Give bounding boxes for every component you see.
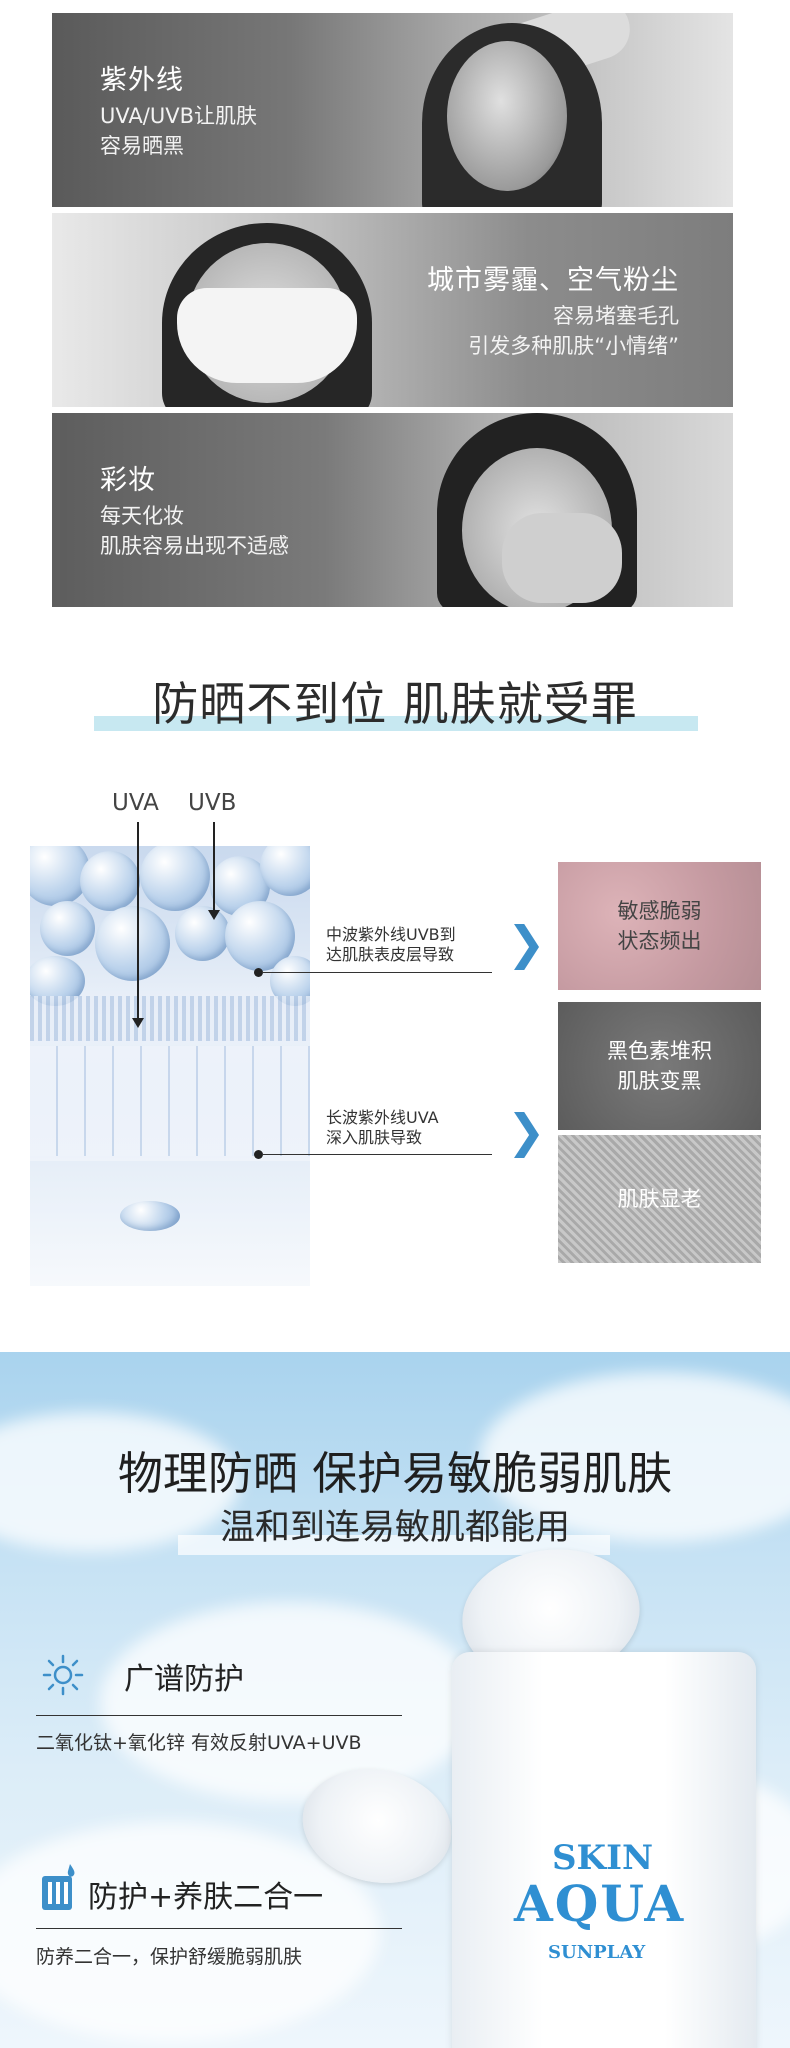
chevron-right-icon: ❯ — [507, 1104, 546, 1158]
brand-logo-line: SUNPLAY — [548, 1942, 646, 1963]
uvb-note-line: 中波紫外线UVB到 — [326, 925, 456, 944]
swatch-text-line: 敏感脆弱 — [617, 899, 702, 923]
panel-text-line: 每天化妆 — [100, 504, 184, 528]
face-mask-shape — [177, 288, 357, 383]
feature-divider — [36, 1715, 402, 1716]
sun-icon — [42, 1654, 84, 1696]
cell-bubble — [260, 846, 310, 896]
feature-divider — [36, 1928, 402, 1929]
feature-description: 防养二合一，保护舒缓脆弱肌肤 — [36, 1946, 303, 1968]
uvb-note-line: 达肌肤表皮层导致 — [326, 945, 455, 964]
swatch-text-line: 状态频出 — [617, 929, 702, 953]
panel-title: 紫外线 — [100, 65, 184, 96]
sky-feature-section: 物理防晒 保护易敏脆弱肌肤 温和到连易敏肌都能用 广谱防护 二氧化钛+氧化锌 有… — [0, 1352, 790, 2048]
pointer-dot — [254, 1150, 263, 1159]
panel-title: 彩妆 — [100, 465, 156, 496]
pointer-line — [262, 1154, 492, 1155]
uv-photo-panel: 紫外线 UVA/UVB让肌肤 容易晒黑 — [52, 13, 733, 207]
cell-bubble — [95, 906, 170, 981]
melanin-skin-swatch: 黑色素堆积 肌肤变黑 — [558, 1002, 761, 1130]
dermis-layer — [30, 1046, 310, 1156]
feature-title: 广谱防护 — [124, 1662, 244, 1697]
section-subheading: 温和到连易敏肌都能用 — [219, 1508, 570, 1548]
section-heading: 物理防晒 保护易敏脆弱肌肤 — [117, 1447, 673, 1500]
panel-text-line: 容易晒黑 — [100, 134, 184, 158]
cloud-shape — [100, 1602, 480, 1802]
cell-nucleus — [120, 1201, 180, 1231]
sensitive-skin-swatch: 敏感脆弱 状态频出 — [558, 862, 761, 990]
panel-text-line: 肌肤容易出现不适感 — [100, 534, 289, 558]
cloud-shape — [480, 1372, 790, 1542]
skin-layers-illustration — [30, 846, 310, 1286]
makeup-photo-panel: 彩妆 每天化妆 肌肤容易出现不适感 — [52, 413, 733, 607]
subheading-highlight-bar — [178, 1535, 610, 1555]
swatch-text-line: 黑色素堆积 — [607, 1039, 712, 1063]
chevron-right-icon: ❯ — [507, 916, 546, 970]
pointer-line — [262, 972, 492, 973]
uvb-arrow-head — [208, 910, 220, 920]
uva-arrow-head — [132, 1018, 144, 1028]
brand-logo-line: AQUA — [514, 1874, 686, 1933]
cell-bubble — [80, 851, 140, 911]
panel-title: 城市雾霾、空气粉尘 — [427, 265, 679, 296]
brand-logo-line: SKIN — [552, 1838, 654, 1878]
heading-highlight-bar — [94, 716, 698, 731]
uvb-label: UVB — [188, 790, 237, 816]
bottle-drop-icon — [42, 1864, 75, 1910]
section-heading: 防晒不到位 肌肤就受罪 — [152, 677, 638, 731]
cell-bubble — [40, 901, 95, 956]
cell-bubble — [140, 846, 210, 911]
feature-title: 防护+养肤二合一 — [88, 1880, 324, 1915]
epidermis-layer — [30, 996, 310, 1041]
panel-text-line: 容易堵塞毛孔 — [553, 304, 679, 328]
uva-arrow-line — [137, 822, 139, 1020]
feature-description: 二氧化钛+氧化锌 有效反射UVA+UVB — [36, 1732, 362, 1754]
panel-text-line: 引发多种肌肤“小情绪” — [468, 334, 679, 358]
swatch-text-line: 肌肤显老 — [617, 1187, 702, 1211]
uva-note-line: 深入肌肤导致 — [326, 1128, 423, 1147]
panel-text-line: UVA/UVB让肌肤 — [100, 104, 257, 128]
cloud-shape — [0, 1412, 240, 1552]
uva-label: UVA — [112, 790, 159, 816]
woman-face-shape — [447, 41, 567, 191]
swatch-text-line: 肌肤变黑 — [617, 1069, 702, 1093]
aging-skin-swatch: 肌肤显老 — [558, 1135, 761, 1263]
cell-bubble — [175, 906, 230, 961]
pointer-dot — [254, 968, 263, 977]
smog-photo-panel: 城市雾霾、空气粉尘 容易堵塞毛孔 引发多种肌肤“小情绪” — [52, 213, 733, 407]
uva-note-line: 长波紫外线UVA — [326, 1108, 439, 1127]
uvb-arrow-line — [213, 822, 215, 912]
hand-shape — [502, 513, 622, 603]
cloud-shape — [0, 1822, 380, 2042]
product-tube: SKIN AQUA SUNPLAY — [452, 1652, 756, 2048]
